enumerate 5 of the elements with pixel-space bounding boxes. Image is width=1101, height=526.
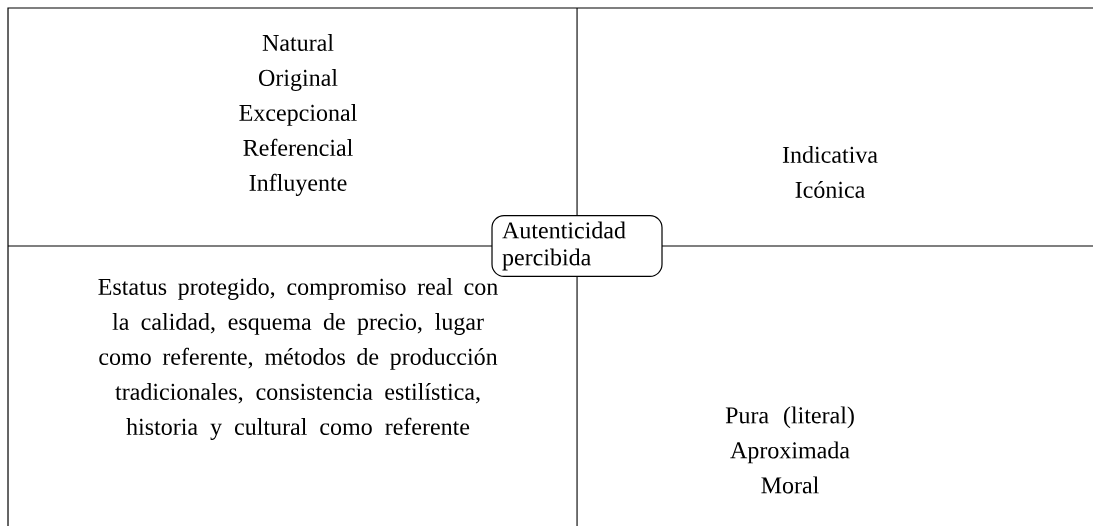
rounded-box: Autenticidad percibida — [491, 215, 663, 277]
term-list: Pura (literal) Aproximada Moral — [725, 406, 854, 494]
term-list: Indicativa Icónica — [782, 146, 878, 198]
paragraph: Estatus protegido, compromiso real con la calidad, esquema de precio, lugar como referente, métodos de producción tradicionales, consistencia estilística, historia y cultural como referente — [98, 278, 498, 440]
term-list: Natural Original Excepcional Referencial Influyente — [239, 34, 357, 196]
